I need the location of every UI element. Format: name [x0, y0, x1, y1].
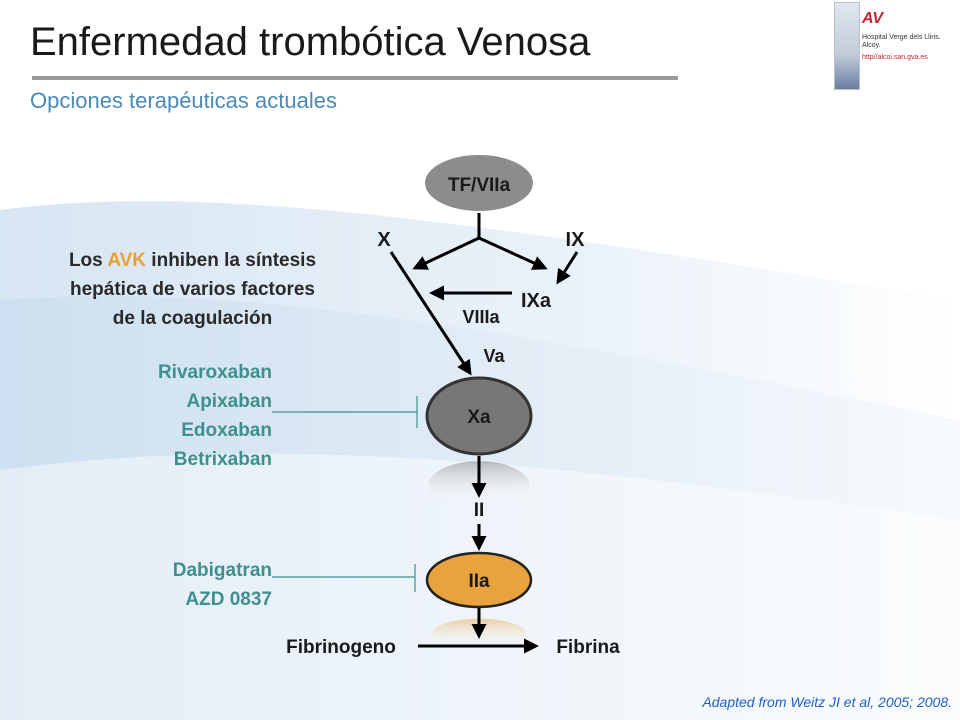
title-divider	[32, 76, 678, 80]
reference-citation: Adapted from Weitz JI et al, 2005; 2008.	[702, 694, 952, 710]
hospital-name: Hospital Verge dels Lliris. Alcoy.	[862, 34, 941, 50]
factor-ii-label: II	[474, 500, 485, 521]
iia-node	[425, 551, 533, 609]
hospital-logo-mark: AV	[862, 10, 884, 27]
iia-label: IIa	[468, 571, 490, 592]
page-title: Enfermedad trombótica Venosa	[30, 20, 591, 64]
drug-label: Betrixaban	[173, 449, 272, 470]
drug-label: Rivaroxaban	[157, 362, 272, 383]
factor-va-label: Va	[483, 346, 505, 366]
factor-x-label: X	[377, 229, 391, 251]
avk-note-line3: de la coagulación	[112, 308, 273, 329]
arrow-to-ix	[478, 236, 548, 270]
arrow-to-x	[412, 236, 480, 270]
factor-viiia-label: VIIIa	[462, 307, 500, 327]
avk-note-line1: Los AVK inhiben la síntesis	[20, 246, 365, 275]
fibrinogen-label: Fibrinogeno	[286, 637, 396, 658]
avk-highlight: AVK	[107, 250, 147, 271]
xa-label: Xa	[467, 407, 491, 428]
xa-inhibitor-list: Rivaroxaban Apixaban Edoxaban Betrixaban	[80, 358, 272, 474]
factor-ix-label: IX	[566, 229, 586, 251]
drug-label: Edoxaban	[181, 420, 272, 441]
avk-note-text: inhiben la síntesis	[146, 250, 317, 271]
drug-label: Apixaban	[186, 391, 272, 412]
tf-viia-node	[425, 155, 533, 211]
hospital-name-line2: Alcoy.	[862, 42, 881, 49]
drug-label: AZD 0837	[185, 589, 272, 610]
iia-inhibitor-list: Dabigatran AZD 0837	[80, 556, 272, 614]
hospital-name-line1: Hospital Verge dels Lliris.	[862, 34, 941, 41]
avk-note: Los AVK inhiben la síntesis hepática de …	[20, 246, 365, 333]
hospital-logo-image	[834, 2, 860, 90]
arrow-x-to-xa	[389, 251, 472, 376]
xa-node	[425, 376, 533, 456]
arrow-ix-to-ixa	[556, 251, 579, 285]
page-subtitle: Opciones terapéuticas actuales	[30, 88, 337, 113]
fibrin-label: Fibrina	[556, 637, 620, 658]
drug-label: Dabigatran	[172, 560, 272, 581]
avk-note-text: Los	[68, 250, 108, 271]
tf-viia-label: TF/VIIa	[448, 175, 511, 196]
hospital-url: http//alcoi.san.gva.es	[862, 54, 928, 61]
factor-ixa-label: IXa	[521, 290, 552, 312]
avk-note-line2: hepática de varios factores	[70, 279, 315, 300]
